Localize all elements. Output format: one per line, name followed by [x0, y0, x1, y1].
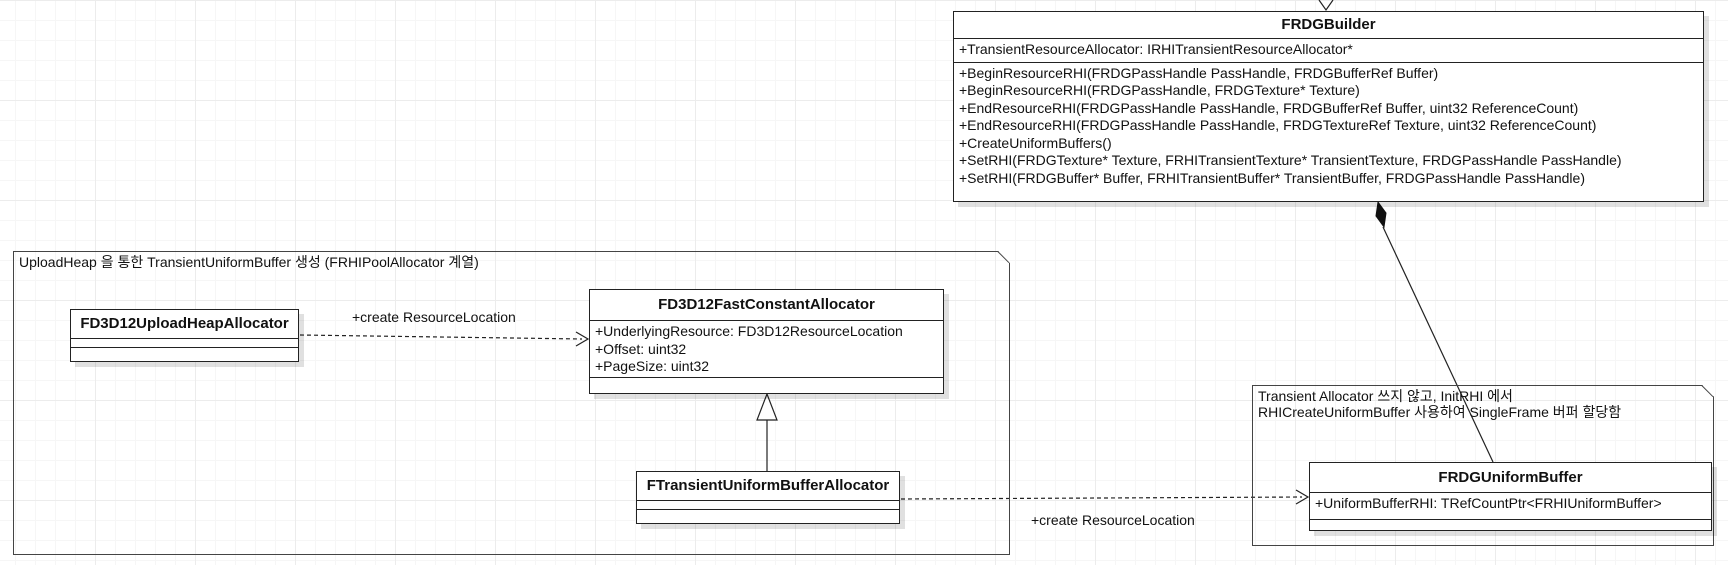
note-text: Transient Allocator 쓰지 않고, InitRHI 에서 RH…: [1258, 388, 1621, 420]
operation: +CreateUniformBuffers(): [959, 134, 1112, 151]
operation: +EndResourceRHI(FRDGPassHandle PassHandl…: [959, 99, 1579, 116]
note-line: Transient Allocator 쓰지 않고, InitRHI 에서: [1258, 388, 1513, 404]
attributes-section: +TransientResourceAllocator: IRHITransie…: [954, 39, 1703, 63]
operation: +BeginResourceRHI(FRDGPassHandle, FRDGTe…: [959, 82, 1360, 98]
attribute: +Offset: uint32: [595, 340, 687, 357]
operations-section: [590, 378, 943, 386]
relation-label: +create ResourceLocation: [352, 309, 516, 325]
dependency-line-1: [299, 334, 583, 340]
operations-section: [637, 510, 899, 518]
attributes-section: +UnderlyingResource: FD3D12ResourceLocat…: [590, 321, 943, 378]
attribute: +UniformBufferRHI: TRefCountPtr<FRHIUnif…: [1315, 495, 1662, 511]
class-name: FD3D12UploadHeapAllocator: [71, 310, 298, 339]
operation: +SetRHI(FRDGBuffer* Buffer, FRHITransien…: [959, 169, 1585, 186]
class-name: FTransientUniformBufferAllocator: [637, 472, 899, 501]
operations-section: +BeginResourceRHI(FRDGPassHandle PassHan…: [954, 63, 1703, 191]
operation: +BeginResourceRHI(FRDGPassHandle PassHan…: [959, 64, 1439, 81]
class-name: FRDGUniformBuffer: [1310, 463, 1711, 493]
composition-line: [1382, 226, 1494, 463]
class-fast-constant-allocator[interactable]: FD3D12FastConstantAllocator +UnderlyingR…: [589, 289, 944, 394]
class-upload-heap-allocator[interactable]: FD3D12UploadHeapAllocator: [70, 309, 299, 362]
operations-section: [1310, 520, 1711, 529]
package-label: UploadHeap 을 통한 TransientUniformBuffer 생…: [19, 254, 479, 270]
attributes-section: [637, 501, 899, 510]
operation: +EndResourceRHI(FRDGPassHandle PassHandl…: [959, 117, 1597, 133]
package-upload-heap[interactable]: UploadHeap 을 통한 TransientUniformBuffer 생…: [13, 251, 1010, 555]
attributes-section: +UniformBufferRHI: TRefCountPtr<FRHIUnif…: [1310, 493, 1711, 520]
note-fold-corner: [1702, 385, 1714, 397]
relation-label: +create ResourceLocation: [1031, 512, 1195, 528]
class-name: FRDGBuilder: [954, 12, 1703, 39]
attribute: +TransientResourceAllocator: IRHITransie…: [959, 41, 1353, 57]
attribute: +PageSize: uint32: [595, 358, 710, 374]
class-frdg-uniform-buffer[interactable]: FRDGUniformBuffer +UniformBufferRHI: TRe…: [1309, 462, 1712, 531]
generalization-triangle-icon: [756, 392, 778, 421]
note-line: RHICreateUniformBuffer 사용하여 SingleFrame …: [1258, 404, 1622, 420]
operation: +SetRHI(FRDGTexture* Texture, FRHITransi…: [959, 152, 1622, 168]
class-name: FD3D12FastConstantAllocator: [590, 290, 943, 321]
class-frdg-builder[interactable]: FRDGBuilder +TransientResourceAllocator:…: [953, 11, 1704, 202]
open-arrow-icon: [1295, 489, 1310, 505]
package-fold-corner: [998, 251, 1010, 263]
attributes-section: [71, 339, 298, 348]
incoming-arrow-icon: [1318, 0, 1334, 12]
note-transient-allocator[interactable]: Transient Allocator 쓰지 않고, InitRHI 에서 RH…: [1252, 385, 1714, 546]
operations-section: [71, 348, 298, 356]
dependency-line-2: [900, 496, 1303, 500]
class-transient-uniform-buffer-allocator[interactable]: FTransientUniformBufferAllocator: [636, 471, 900, 524]
open-arrow-icon: [575, 331, 590, 347]
attribute: +UnderlyingResource: FD3D12ResourceLocat…: [595, 323, 903, 339]
composition-diamond-icon: [1375, 200, 1387, 229]
